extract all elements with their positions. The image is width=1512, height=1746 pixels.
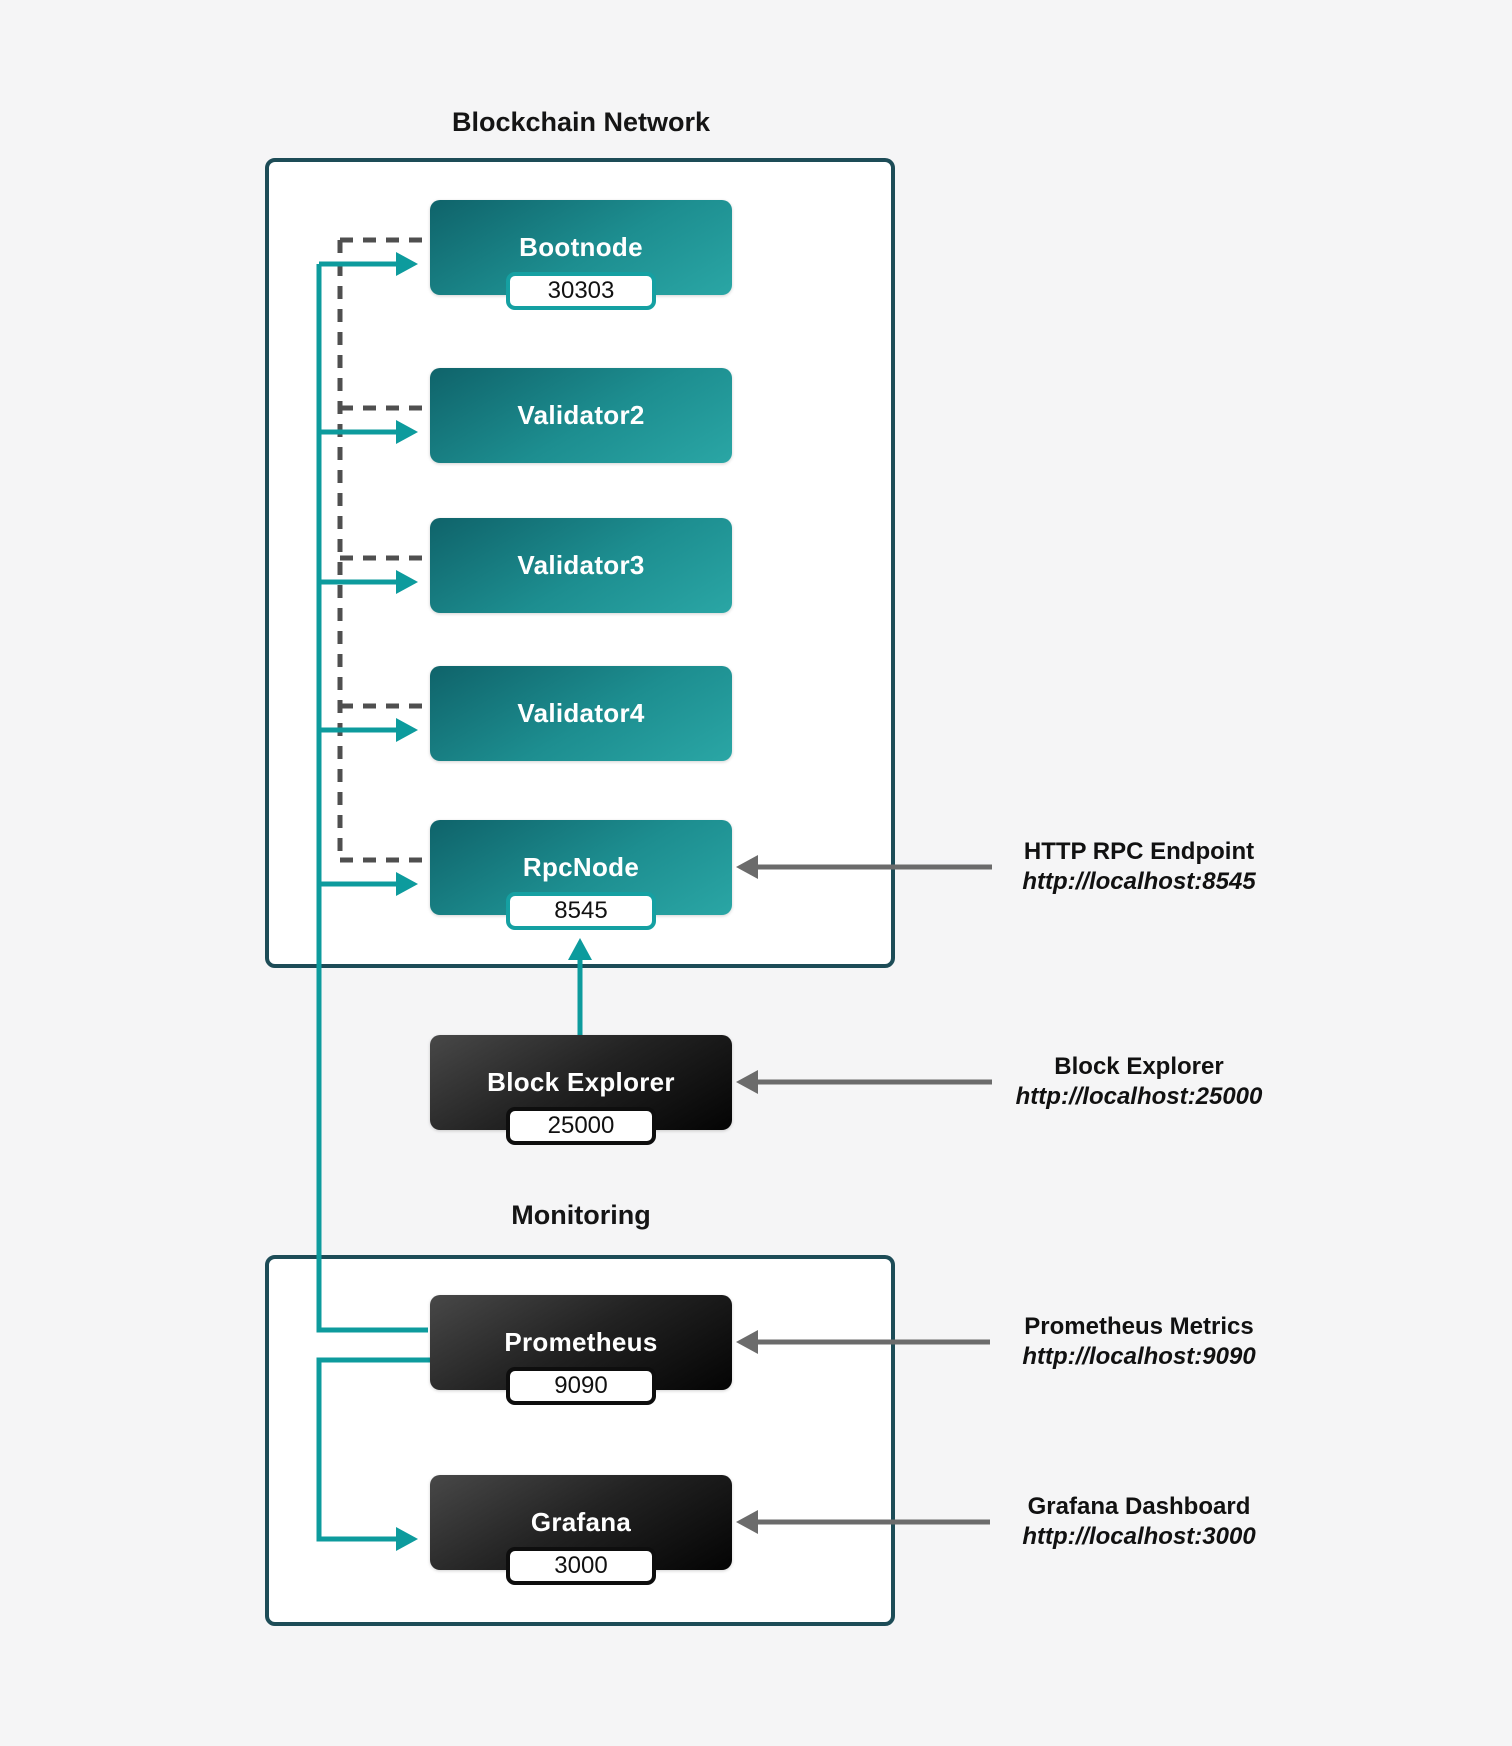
node-validator2-label: Validator2	[517, 400, 645, 430]
gray-arrowhead-grafana	[736, 1510, 758, 1534]
port-badge-grafana: 3000	[506, 1547, 656, 1585]
port-badge-prometheus: 9090	[506, 1367, 656, 1405]
gray-arrowhead-prometheus	[736, 1330, 758, 1354]
annotation-title: HTTP RPC Endpoint	[1023, 838, 1255, 865]
port-badge-bootnode: 30303	[506, 272, 656, 310]
arrowhead-validator3	[396, 570, 418, 594]
node-bootnode-label: Bootnode	[519, 232, 643, 262]
node-validator3-label: Validator3	[517, 550, 645, 580]
node-validator3: Validator3	[430, 518, 732, 613]
node-block-explorer: Block Explorer 25000	[430, 1035, 732, 1145]
annotation-grafana-dashboard: Grafana Dashboard http://localhost:3000	[979, 1492, 1299, 1552]
node-bootnode: Bootnode 30303	[430, 200, 732, 310]
annotation-url: http://localhost:25000	[1015, 1083, 1263, 1110]
node-prometheus: Prometheus 9090	[430, 1295, 732, 1405]
teal-edge-prometheus-grafana	[316, 1357, 432, 1542]
port-badge-block-explorer: 25000	[506, 1107, 656, 1145]
port-badge-rpcnode: 8545	[506, 892, 656, 930]
node-validator4-label: Validator4	[517, 698, 645, 728]
gray-arrowhead-block-explorer	[736, 1070, 758, 1094]
monitoring-title: Monitoring	[511, 1200, 651, 1230]
annotation-title: Block Explorer	[1054, 1053, 1224, 1080]
annotation-block-explorer: Block Explorer http://localhost:25000	[979, 1052, 1299, 1112]
arrowhead-rpcnode-port	[568, 938, 592, 960]
arrowhead-grafana	[396, 1527, 418, 1551]
annotation-title: Grafana Dashboard	[1027, 1493, 1251, 1520]
arrowhead-rpcnode	[396, 872, 418, 896]
node-validator2: Validator2	[430, 368, 732, 463]
node-block-explorer-label: Block Explorer	[487, 1067, 675, 1097]
annotation-url: http://localhost:9090	[1022, 1343, 1256, 1370]
annotation-http-rpc-endpoint: HTTP RPC Endpoint http://localhost:8545	[979, 837, 1299, 897]
arrowhead-validator4	[396, 718, 418, 742]
gray-arrowhead-rpc-endpoint	[736, 855, 758, 879]
node-rpcnode-label: RpcNode	[522, 852, 640, 882]
annotation-title: Prometheus Metrics	[1024, 1313, 1254, 1340]
annotation-prometheus-metrics: Prometheus Metrics http://localhost:9090	[979, 1312, 1299, 1372]
node-validator4: Validator4	[430, 666, 732, 761]
annotation-url: http://localhost:3000	[1022, 1523, 1256, 1550]
node-rpcnode: RpcNode 8545	[430, 820, 732, 930]
teal-bus-prometheus-to-nodes	[316, 264, 428, 1333]
arrowhead-bootnode	[396, 252, 418, 276]
arrowhead-validator2	[396, 420, 418, 444]
node-grafana: Grafana 3000	[430, 1475, 732, 1585]
blockchain-network-title: Blockchain Network	[451, 107, 711, 137]
annotation-url: http://localhost:8545	[1022, 868, 1256, 895]
node-prometheus-label: Prometheus	[504, 1327, 658, 1357]
node-grafana-label: Grafana	[530, 1507, 632, 1537]
